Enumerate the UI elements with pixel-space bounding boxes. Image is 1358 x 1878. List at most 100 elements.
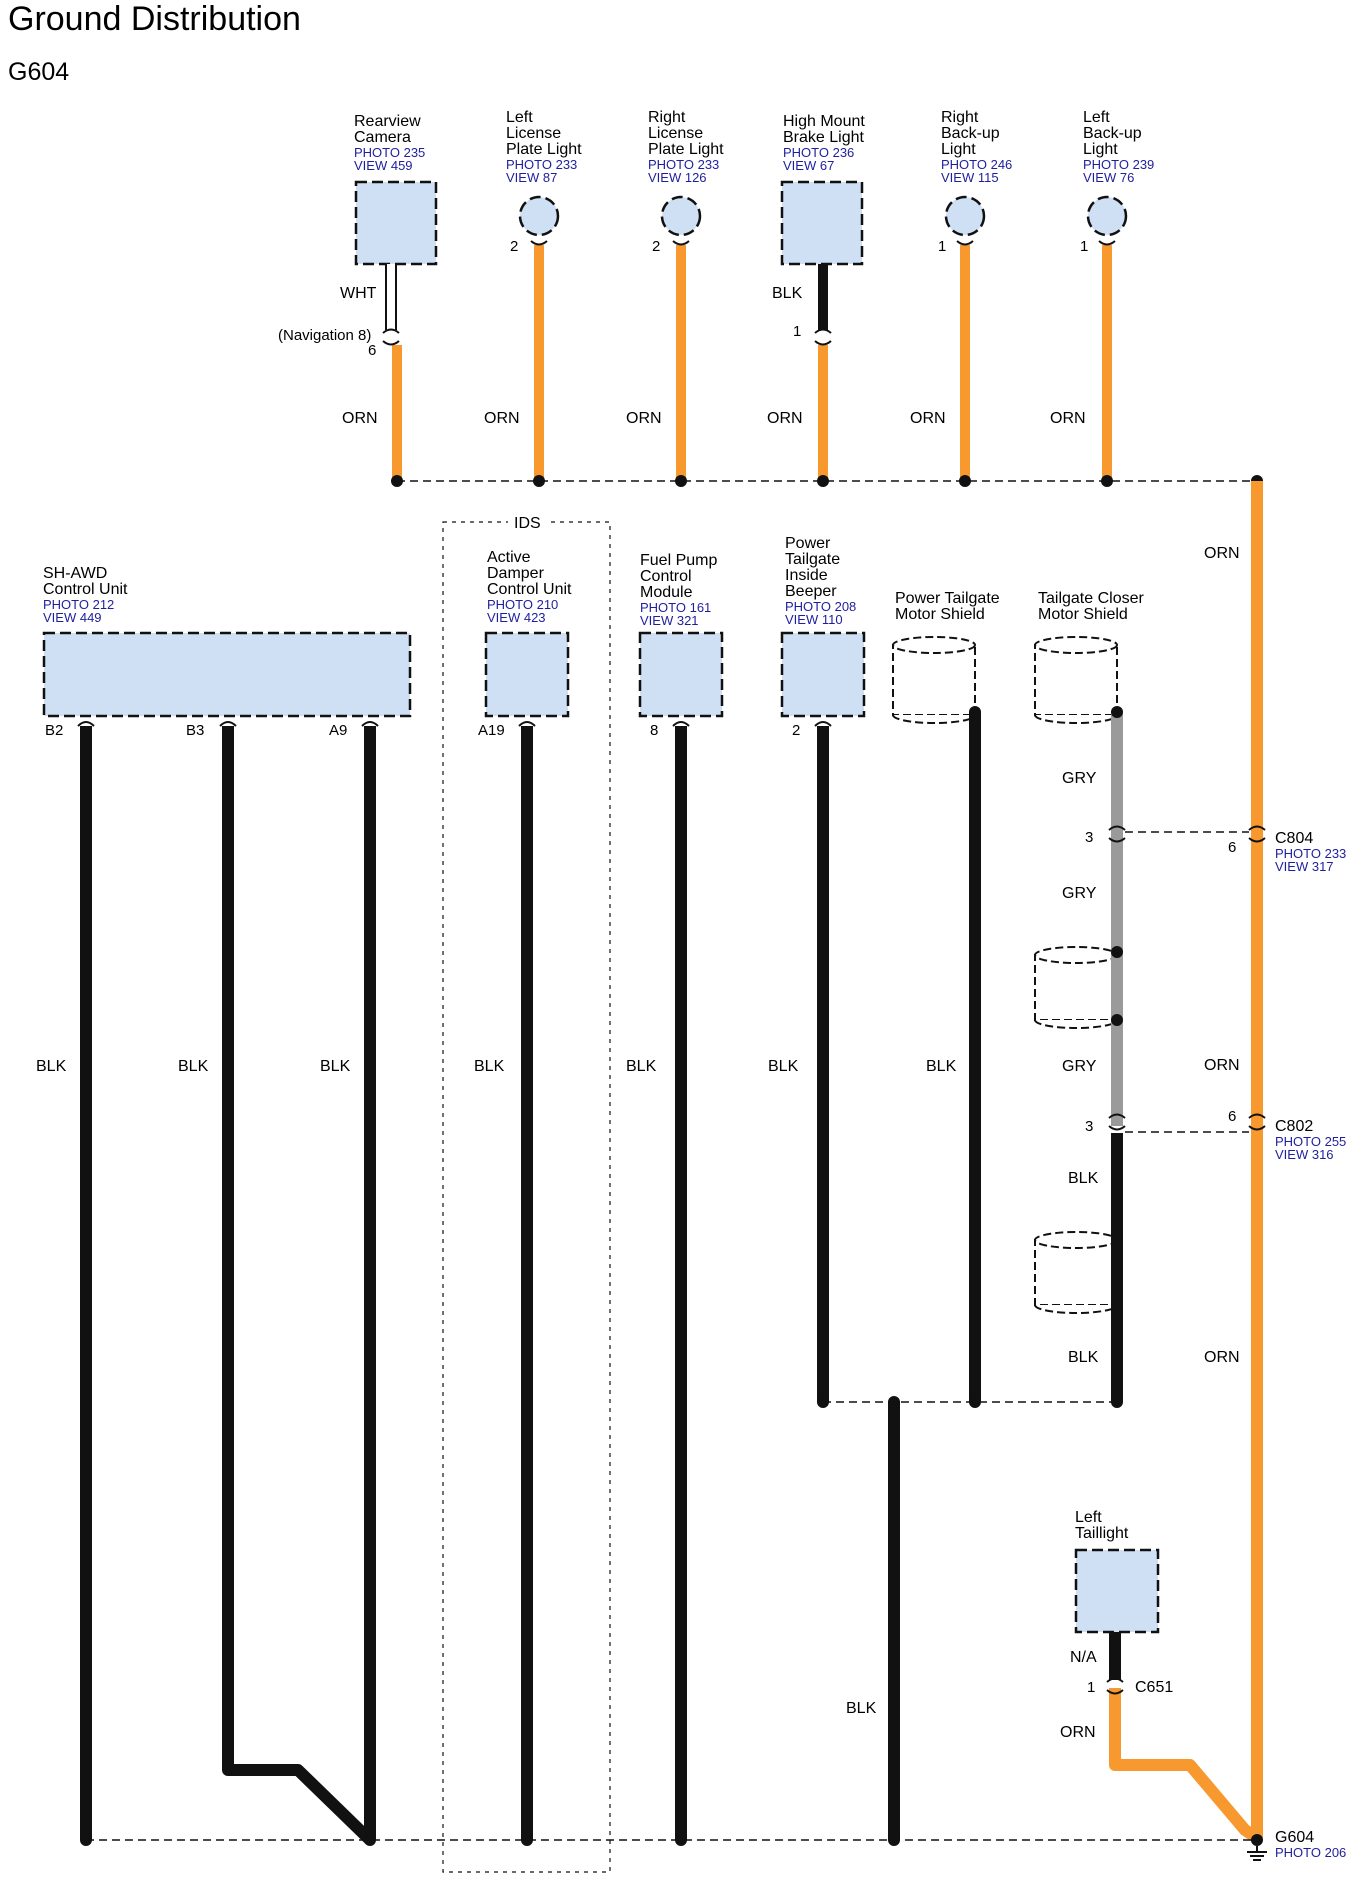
top-wires — [382, 240, 1116, 480]
fuelpump-view: VIEW 321 — [640, 613, 699, 628]
damper-blk: BLK — [474, 1058, 505, 1075]
tc-shield-name-2: Motor Shield — [1038, 606, 1128, 623]
left-license-bulb — [518, 195, 560, 237]
damper-name-2: Damper — [487, 565, 545, 582]
right-backup-name-1: Right — [941, 109, 979, 126]
c802-id: C802 — [1275, 1118, 1313, 1135]
high-mount-blk-label: BLK — [772, 285, 803, 302]
beeper-photo: PHOTO 208 — [785, 599, 856, 614]
tc-blk-1: BLK — [1068, 1170, 1099, 1187]
left-backup-orn-label: ORN — [1050, 410, 1086, 427]
rearview-camera-view: VIEW 459 — [354, 158, 413, 173]
beeper-name-3: Inside — [785, 567, 828, 584]
left-backup-name-3: Light — [1083, 141, 1118, 158]
c802-photo: PHOTO 255 — [1275, 1134, 1346, 1149]
shawd-pin-b3: B3 — [186, 722, 204, 739]
c804-right-pin: 6 — [1228, 839, 1236, 856]
rearview-conn-label: (Navigation 8) — [278, 327, 371, 344]
c802-view: VIEW 316 — [1275, 1147, 1334, 1162]
lower-wires — [77, 706, 1266, 1845]
left-taillight: Left Taillight N/A 1 C651 ORN — [1060, 1509, 1173, 1741]
left-backup-pin: 1 — [1080, 238, 1088, 255]
taillight-orn-label: ORN — [1060, 1724, 1096, 1741]
ids-label: IDS — [514, 515, 541, 532]
left-license-name-1: Left — [506, 109, 533, 126]
right-backup-bulb — [944, 195, 986, 237]
right-backup-name-2: Back-up — [941, 125, 1000, 142]
right-license-view: VIEW 126 — [648, 170, 707, 185]
top-component-shapes — [354, 180, 1128, 266]
c802-right-pin: 6 — [1228, 1108, 1236, 1125]
right-license-name-3: Plate Light — [648, 141, 724, 158]
fuelpump-name-2: Control — [640, 568, 692, 585]
fuelpump-name-1: Fuel Pump — [640, 552, 717, 569]
shield-shapes — [892, 636, 1118, 1314]
high-mount-orn-label: ORN — [767, 410, 803, 427]
lower-wire-labels: BLK BLK BLK BLK BLK BLK BLK BLK GRY GRY … — [36, 770, 1099, 1717]
ground-bus: G604 PHOTO 206 — [80, 1829, 1346, 1861]
fuelpump-blk: BLK — [626, 1058, 657, 1075]
left-backup-bulb — [1086, 195, 1128, 237]
right-backup-name-3: Light — [941, 141, 976, 158]
high-mount-name-1: High Mount — [783, 113, 865, 130]
top-splice-bus — [391, 475, 1263, 487]
rearview-camera-name-1: Rearview — [354, 113, 421, 130]
beeper-blk: BLK — [768, 1058, 799, 1075]
left-backup-photo: PHOTO 239 — [1083, 157, 1154, 172]
high-mount-photo: PHOTO 236 — [783, 145, 854, 160]
left-license-name-3: Plate Light — [506, 141, 582, 158]
c651-id: C651 — [1135, 1679, 1173, 1696]
c804-photo: PHOTO 233 — [1275, 846, 1346, 861]
beeper-box — [780, 631, 866, 718]
shawd-name-1: SH-AWD — [43, 565, 107, 582]
right-license-name-1: Right — [648, 109, 686, 126]
shawd-pin-b2: B2 — [45, 722, 63, 739]
right-backup-orn-label: ORN — [910, 410, 946, 427]
taillight-name-2: Taillight — [1075, 1525, 1129, 1542]
taillight-na-label: N/A — [1070, 1649, 1097, 1666]
rearview-orn-label: ORN — [342, 410, 378, 427]
left-license-pin: 2 — [510, 238, 518, 255]
orange-trunk: ORN ORN ORN — [1109, 481, 1263, 1843]
tc-shield-body — [1034, 644, 1118, 716]
damper-pin: A19 — [478, 722, 505, 739]
high-mount-view: VIEW 67 — [783, 158, 834, 173]
shawd-b2-blk: BLK — [36, 1058, 67, 1075]
pt-shield-name-1: Power Tailgate — [895, 590, 1000, 607]
left-backup-name-1: Left — [1083, 109, 1110, 126]
pt-shield-name-2: Motor Shield — [895, 606, 985, 623]
ground-id: G604 — [1275, 1829, 1314, 1846]
pt-shield-body — [892, 644, 976, 716]
shawd-name-2: Control Unit — [43, 581, 128, 598]
shawd-a9-blk: BLK — [320, 1058, 351, 1075]
pt-shield-blk: BLK — [926, 1058, 957, 1075]
right-backup-pin: 1 — [938, 238, 946, 255]
left-license-photo: PHOTO 233 — [506, 157, 577, 172]
left-backup-name-2: Back-up — [1083, 125, 1142, 142]
shawd-box — [42, 631, 412, 718]
trunk-orn-label-3: ORN — [1204, 1349, 1240, 1366]
tc-gry-3: GRY — [1062, 1058, 1097, 1075]
damper-name-1: Active — [487, 549, 531, 566]
right-license-photo: PHOTO 233 — [648, 157, 719, 172]
diagram-title: Ground Distribution — [8, 0, 301, 38]
right-backup-view: VIEW 115 — [941, 170, 999, 185]
lower-pins: B2 B3 A9 A19 8 2 — [45, 722, 800, 739]
high-mount-name-2: Brake Light — [783, 129, 864, 146]
damper-photo: PHOTO 210 — [487, 597, 558, 612]
left-license-name-2: License — [506, 125, 561, 142]
ground-icon — [1247, 1846, 1267, 1861]
tc-gry-2: GRY — [1062, 885, 1097, 902]
rearview-wht-label: WHT — [340, 285, 377, 302]
left-backup-view: VIEW 76 — [1083, 170, 1134, 185]
lower-component-labels: SH-AWD Control Unit PHOTO 212 VIEW 449 A… — [43, 535, 1145, 628]
tc-gry-1: GRY — [1062, 770, 1097, 787]
trunk-orn-label-1: ORN — [1204, 545, 1240, 562]
left-license-orn-label: ORN — [484, 410, 520, 427]
fuelpump-box — [638, 631, 724, 718]
rearview-pin: 6 — [368, 342, 376, 359]
beeper-name-2: Tailgate — [785, 551, 840, 568]
fuelpump-pin: 8 — [650, 722, 658, 739]
c804-view: VIEW 317 — [1275, 859, 1334, 874]
